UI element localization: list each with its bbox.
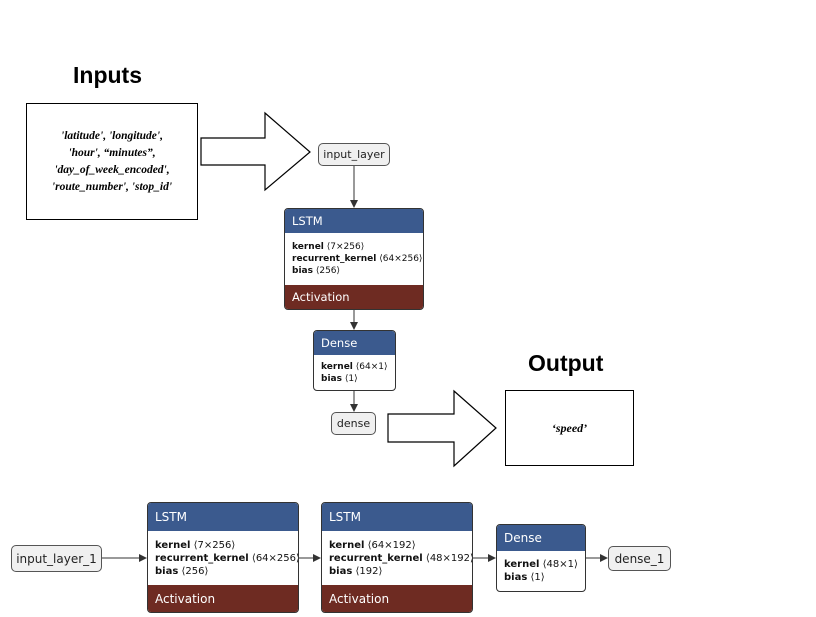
- output-heading: Output: [528, 350, 604, 376]
- dense-1-title: Dense: [497, 525, 585, 551]
- lstm-params: kernel ⟨7×256⟩ recurrent_kernel ⟨64×256⟩…: [285, 233, 423, 285]
- activation-footer: Activation: [285, 285, 423, 309]
- input-layer-node: input_layer: [318, 143, 390, 166]
- lstm-title: LSTM: [285, 209, 423, 233]
- param-row: kernel ⟨64×1⟩: [321, 361, 388, 372]
- output-box: ‘speed’: [505, 390, 634, 466]
- lstm-layer-card: LSTM kernel ⟨7×256⟩ recurrent_kernel ⟨64…: [284, 208, 424, 310]
- dense-title: Dense: [314, 331, 395, 355]
- param-row: recurrent_kernel ⟨64×256⟩: [155, 552, 299, 564]
- inputs-line: 'hour', “minutes”,: [68, 146, 156, 159]
- inputs-heading: Inputs: [73, 62, 142, 88]
- activation-footer: Activation: [322, 585, 472, 612]
- param-row: kernel ⟨48×1⟩: [504, 559, 578, 570]
- inputs-line: 'route_number', 'stop_id': [51, 180, 173, 193]
- lstm-2-layer-card: LSTM kernel ⟨64×192⟩ recurrent_kernel ⟨4…: [321, 502, 473, 613]
- inputs-block-arrow: [200, 111, 311, 192]
- inputs-line: 'day_of_week_encoded',: [54, 163, 170, 176]
- dense-1-params: kernel ⟨48×1⟩ bias ⟨1⟩: [497, 551, 585, 591]
- dense-params: kernel ⟨64×1⟩ bias ⟨1⟩: [314, 355, 395, 390]
- dense-1-output-node: dense_1: [608, 546, 671, 571]
- lstm-1-title: LSTM: [148, 503, 298, 531]
- param-row: kernel ⟨7×256⟩: [292, 242, 365, 252]
- inputs-box: 'latitude', 'longitude', 'hour', “minute…: [26, 103, 198, 220]
- activation-footer: Activation: [148, 585, 298, 612]
- param-row: recurrent_kernel ⟨64×256⟩: [292, 254, 423, 264]
- lstm-2-params: kernel ⟨64×192⟩ recurrent_kernel ⟨48×192…: [322, 531, 472, 585]
- param-row: bias ⟨1⟩: [504, 572, 545, 583]
- param-row: kernel ⟨64×192⟩: [329, 539, 416, 551]
- dense-1-layer-card: Dense kernel ⟨48×1⟩ bias ⟨1⟩: [496, 524, 586, 592]
- dense-output-node: dense: [331, 412, 376, 435]
- param-row: recurrent_kernel ⟨48×192⟩: [329, 552, 473, 564]
- param-row: bias ⟨192⟩: [329, 565, 383, 577]
- param-row: bias ⟨256⟩: [292, 266, 341, 276]
- input-layer-1-node: input_layer_1: [11, 545, 102, 572]
- inputs-line: 'latitude', 'longitude',: [61, 129, 163, 142]
- param-row: kernel ⟨7×256⟩: [155, 539, 236, 551]
- lstm-2-title: LSTM: [322, 503, 472, 531]
- output-block-arrow: [387, 389, 497, 468]
- lstm-1-layer-card: LSTM kernel ⟨7×256⟩ recurrent_kernel ⟨64…: [147, 502, 299, 613]
- param-row: bias ⟨1⟩: [321, 373, 358, 384]
- param-row: bias ⟨256⟩: [155, 565, 209, 577]
- lstm-1-params: kernel ⟨7×256⟩ recurrent_kernel ⟨64×256⟩…: [148, 531, 298, 585]
- dense-layer-card: Dense kernel ⟨64×1⟩ bias ⟨1⟩: [313, 330, 396, 391]
